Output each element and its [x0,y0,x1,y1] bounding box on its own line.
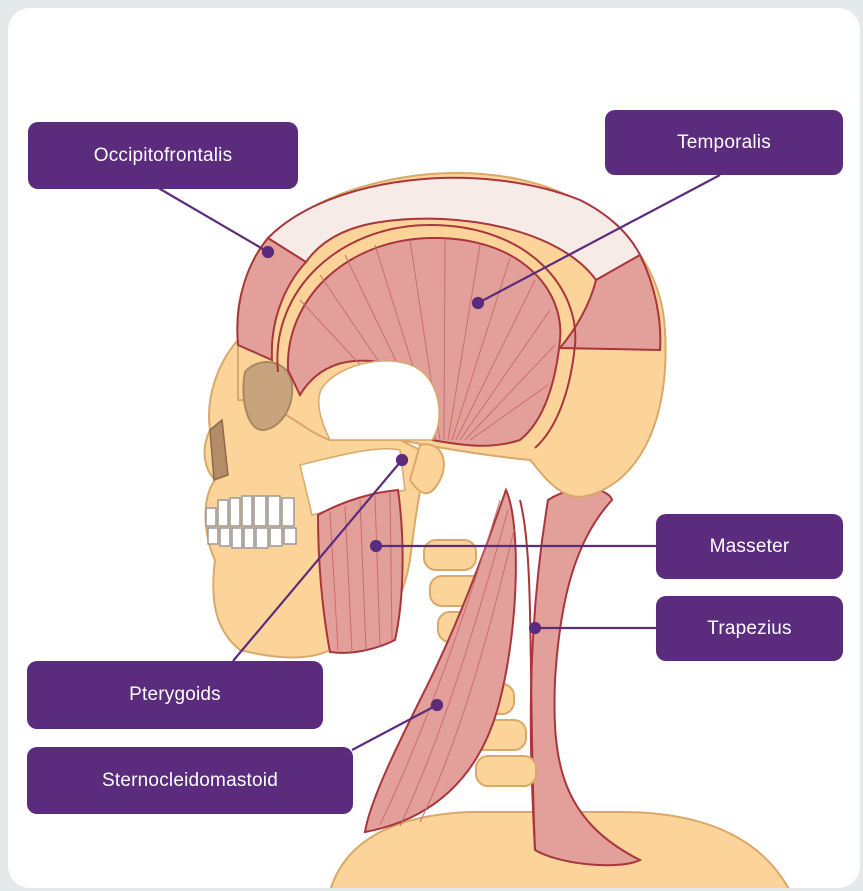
label-occipitofrontalis: Occipitofrontalis [28,122,298,189]
label-temporalis: Temporalis [605,110,843,175]
teeth [206,496,296,548]
label-sternocleidomastoid: Sternocleidomastoid [27,747,353,814]
label-pterygoids: Pterygoids [27,661,323,729]
label-trapezius: Trapezius [656,596,843,661]
label-masseter: Masseter [656,514,843,579]
